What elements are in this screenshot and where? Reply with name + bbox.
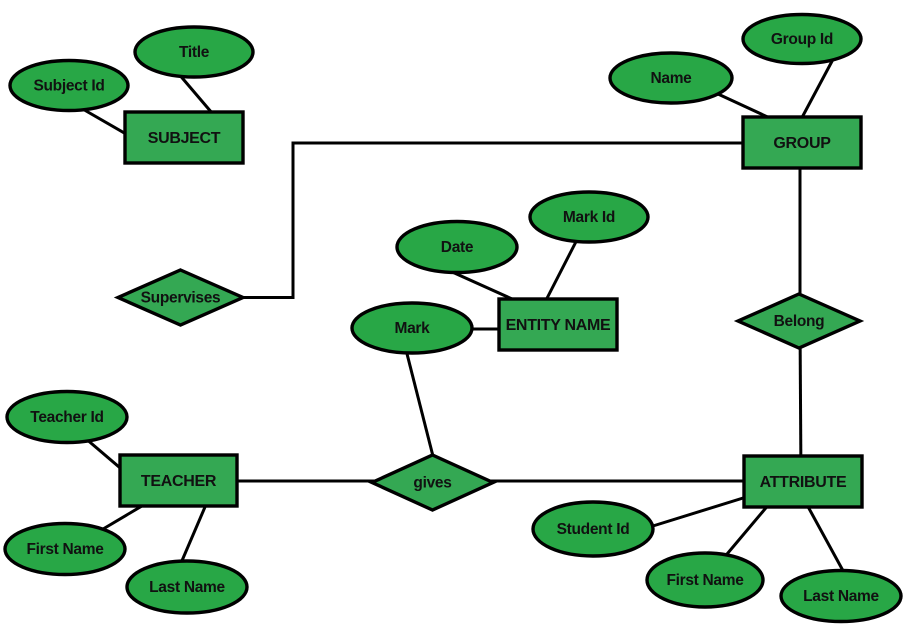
connector-group-id-group xyxy=(796,49,840,126)
entity-subject-label: SUBJECT xyxy=(148,130,221,147)
attribute-title-label: Title xyxy=(179,44,210,61)
connector-attribute-first-name xyxy=(720,502,772,561)
connector-attribute-last-name xyxy=(804,502,849,579)
attribute-teacher-id-label: Teacher Id xyxy=(30,409,103,426)
relationship-supervises-diamond xyxy=(113,268,248,327)
relationship-supervises-label: Supervises xyxy=(141,290,221,307)
entity-teacher-label: TEACHER xyxy=(141,473,217,490)
connector-supervises-group-elbow xyxy=(180,141,802,299)
attribute-name-ellipse xyxy=(608,51,734,105)
attribute-date-label: Date xyxy=(441,239,474,256)
attribute-student-id: Student Id xyxy=(531,500,655,558)
attribute-student-id-label: Student Id xyxy=(557,521,630,538)
entity-group-box xyxy=(741,115,863,170)
attribute-subject-id: Subject Id xyxy=(8,58,130,113)
attribute-attr-first-name-ellipse xyxy=(645,551,765,609)
attribute-group-id-ellipse xyxy=(741,12,863,66)
entity-attribute-label: ATTRIBUTE xyxy=(760,474,847,491)
attribute-mark-id: Mark Id xyxy=(528,190,650,244)
entity-subject: SUBJECT xyxy=(123,110,245,165)
attribute-teacher-last-name-label: Last Name xyxy=(149,579,225,596)
attribute-attr-last-name-label: Last Name xyxy=(803,588,879,605)
connector-mark-gives xyxy=(402,341,438,469)
attribute-teacher-first-name-ellipse xyxy=(3,521,127,577)
attribute-subject-id-ellipse xyxy=(8,58,130,113)
relationship-belong: Belong xyxy=(733,292,865,350)
attribute-subject-id-label: Subject Id xyxy=(33,78,104,95)
attribute-teacher-first-name: First Name xyxy=(3,521,127,577)
attribute-date-ellipse xyxy=(395,219,519,275)
relationship-belong-diamond xyxy=(733,292,865,350)
connector-teacher-last-name xyxy=(176,499,210,571)
attribute-mark-id-label: Mark Id xyxy=(563,209,615,226)
attribute-title: Title xyxy=(133,25,255,79)
attribute-name: Name xyxy=(608,51,734,105)
relationship-gives-diamond xyxy=(367,453,498,512)
relationship-supervises: Supervises xyxy=(113,268,248,327)
entity-subject-box xyxy=(123,110,245,165)
entity-group: GROUP xyxy=(741,115,863,170)
connector-student-id-attribute xyxy=(639,492,757,532)
attribute-nodes: Subject Id Title Name Group Id Date Mark… xyxy=(3,12,903,624)
attribute-group-id: Group Id xyxy=(741,12,863,66)
attribute-attr-first-name-label: First Name xyxy=(666,572,744,589)
entity-entity-name: ENTITY NAME xyxy=(497,297,619,352)
entity-entity-name-label: ENTITY NAME xyxy=(506,317,611,334)
entity-teacher-box xyxy=(118,453,239,508)
attribute-teacher-last-name-ellipse xyxy=(125,559,249,615)
attribute-title-ellipse xyxy=(133,25,255,79)
entity-attribute-box xyxy=(742,454,864,509)
attribute-attr-first-name: First Name xyxy=(645,551,765,609)
attribute-attr-last-name-ellipse xyxy=(779,568,903,624)
entity-entity-name-box xyxy=(497,297,619,352)
attribute-mark-ellipse xyxy=(350,301,474,355)
attribute-name-label: Name xyxy=(650,70,692,87)
attribute-teacher-first-name-label: First Name xyxy=(26,541,104,558)
relationship-gives: gives xyxy=(367,453,498,512)
relationship-gives-label: gives xyxy=(413,475,451,492)
entity-nodes: SUBJECT GROUP ENTITY NAME TEACHER ATTRIB… xyxy=(118,110,864,509)
attribute-mark-id-ellipse xyxy=(528,190,650,244)
attribute-mark-label: Mark xyxy=(395,320,431,337)
attribute-mark: Mark xyxy=(350,301,474,355)
attribute-teacher-last-name: Last Name xyxy=(125,559,249,615)
attribute-date: Date xyxy=(395,219,519,275)
attribute-attr-last-name: Last Name xyxy=(779,568,903,624)
relationship-belong-label: Belong xyxy=(774,313,825,330)
attribute-group-id-label: Group Id xyxy=(771,31,833,48)
attribute-student-id-ellipse xyxy=(531,500,655,558)
entity-teacher: TEACHER xyxy=(118,453,239,508)
entity-attribute: ATTRIBUTE xyxy=(742,454,864,509)
attribute-teacher-id: Teacher Id xyxy=(5,389,129,445)
entity-group-label: GROUP xyxy=(773,135,831,152)
attribute-teacher-id-ellipse xyxy=(5,389,129,445)
relationship-nodes: Supervises Belong gives xyxy=(113,268,865,512)
